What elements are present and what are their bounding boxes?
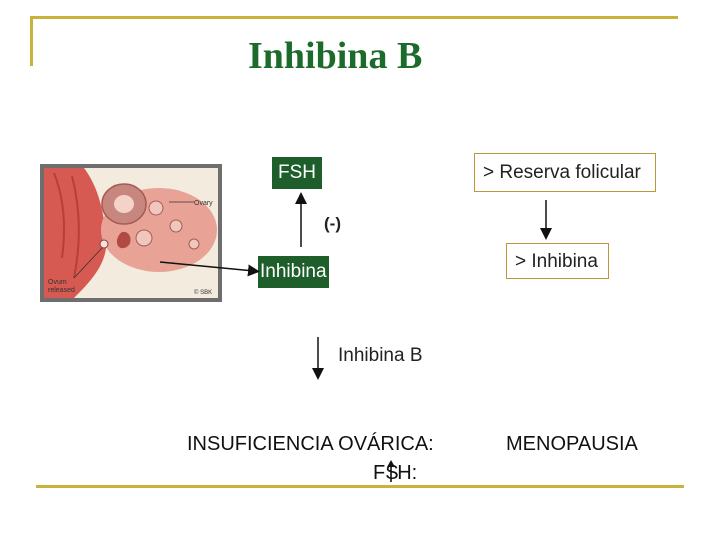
ovary-illustration: Ovary Ovum released © SBK: [40, 164, 222, 302]
fsh-bottom-label: FSH:: [373, 460, 418, 485]
ovum-label-line2: released: [48, 287, 75, 294]
negative-feedback-label: (-): [324, 214, 341, 233]
follicle-small-3: [135, 229, 153, 247]
ovary-illustration-canvas: Ovary Ovum released © SBK: [44, 168, 218, 298]
inhibina-b-label: Inhibina B: [338, 345, 423, 366]
inhibina-right-box: > Inhibina: [506, 243, 609, 279]
tube-fringe-lines: [53, 172, 80, 279]
ovum-dot: [99, 239, 109, 249]
inhibina-left-box: Inhibina: [258, 256, 329, 288]
ovum-pointer-line: [73, 247, 103, 279]
ovum-label-line1: Ovum: [48, 279, 67, 286]
reserva-folicular-box: > Reserva folicular: [474, 153, 656, 192]
inhibina-right-label: > Inhibina: [515, 251, 598, 272]
follicle-large-core: [114, 195, 134, 213]
fsh-box: FSH: [272, 157, 322, 189]
menopausia-label: MENOPAUSIA: [506, 433, 638, 455]
fsh-bottom-arrow-icon: S: [385, 460, 399, 484]
left-border-line: [30, 16, 33, 66]
top-border-line: [30, 16, 678, 19]
credit-label: © SBK: [194, 289, 212, 296]
ovary-drawing: Ovary Ovum released © SBK: [44, 168, 217, 298]
bottom-border-line: [36, 485, 684, 488]
corpus-luteum-shape: [116, 231, 131, 249]
fallopian-tube-shape: [44, 168, 107, 298]
follicle-small-4: [188, 238, 200, 250]
follicle-small-2: [169, 219, 183, 233]
follicle-small-1: [148, 200, 164, 216]
insuficiencia-ovarica-label: INSUFICIENCIA OVÁRICA:: [187, 433, 434, 455]
slide-title: Inhibina B: [248, 35, 423, 77]
ovary-label: Ovary: [194, 200, 213, 207]
fsh-bottom-suffix: H:: [397, 462, 418, 484]
arrow-ovary-to-inhibina: [159, 261, 260, 277]
reserva-folicular-label: > Reserva folicular: [483, 162, 641, 183]
fsh-bottom-prefix: F: [373, 462, 386, 484]
